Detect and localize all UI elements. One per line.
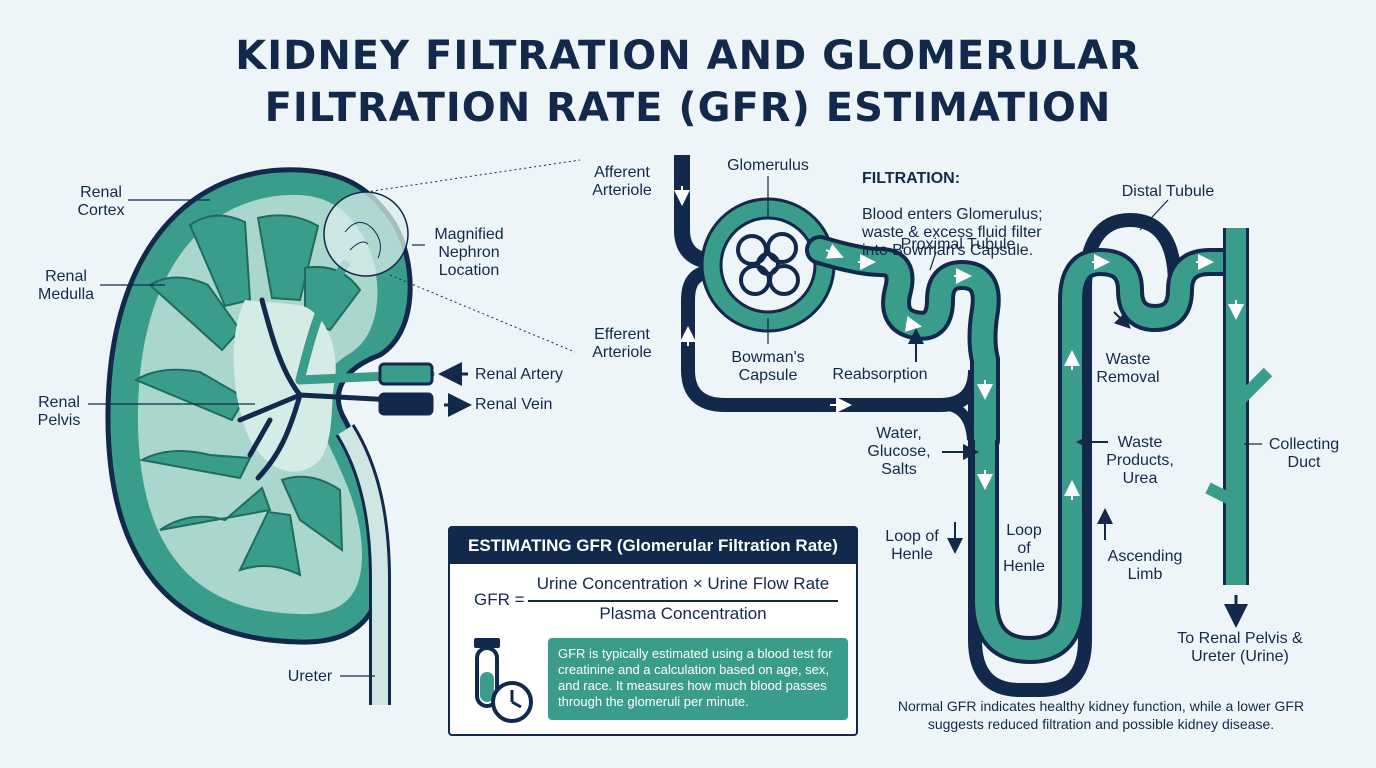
gfr-note: GFR is typically estimated using a blood… xyxy=(548,638,848,720)
gfr-estimation-box: ESTIMATING GFR (Glomerular Filtration Ra… xyxy=(448,526,858,736)
label-renal-vein: Renal Vein xyxy=(475,396,553,413)
blood-test-tube-clock-icon xyxy=(474,638,533,723)
gfr-equals-label: GFR = xyxy=(474,590,525,609)
label-to-renal-pelvis: To Renal Pelvis & Ureter (Urine) xyxy=(1177,630,1303,665)
efferent-arteriole xyxy=(681,265,982,412)
renal-vein-stub xyxy=(378,392,434,416)
nephron-leaders xyxy=(767,176,1262,445)
annotation-arrows xyxy=(908,311,1248,628)
fraction-bar xyxy=(528,600,838,602)
filtration-text: Blood enters Glomerulus; waste & excess … xyxy=(862,206,1043,259)
label-ureter: Ureter xyxy=(287,668,333,685)
pyramid xyxy=(256,214,320,302)
pyramid xyxy=(133,368,247,422)
renal-pyramids xyxy=(133,214,362,577)
nephron-diagram xyxy=(674,155,1273,697)
magnifier-circle xyxy=(323,191,409,277)
kidney-leaders xyxy=(88,199,425,677)
artery-vein-arrows xyxy=(438,362,472,417)
pyramid xyxy=(280,475,344,552)
label-distal-tubule: Distal Tubule xyxy=(1121,183,1215,200)
kidney-cross-section xyxy=(105,159,581,705)
title-line-2: FILTRATION RATE (GFR) ESTIMATION xyxy=(264,85,1112,131)
page-title: KIDNEY FILTRATION AND GLOMERULAR FILTRAT… xyxy=(0,30,1376,134)
label-renal-cortex: Renal Cortex xyxy=(77,184,125,219)
label-loop-of-henle-left: Loop of Henle xyxy=(885,528,939,563)
label-reabsorption: Reabsorption xyxy=(832,366,928,383)
title-line-1: KIDNEY FILTRATION AND GLOMERULAR xyxy=(235,33,1141,79)
label-renal-artery: Renal Artery xyxy=(475,366,564,383)
label-renal-medulla: Renal Medulla xyxy=(37,268,95,303)
filtration-note: FILTRATION: Blood enters Glomerulus; was… xyxy=(862,152,1082,260)
footer-note: Normal GFR indicates healthy kidney func… xyxy=(897,698,1305,732)
label-waste-removal: Waste Removal xyxy=(1096,351,1160,386)
pyramid xyxy=(188,214,252,308)
renal-artery-stub xyxy=(378,362,434,386)
filtration-heading: FILTRATION: xyxy=(862,170,961,187)
renal-vessels xyxy=(237,297,433,481)
label-proximal-tubule: Proximal Tubule xyxy=(900,236,1016,253)
label-loop-of-henle-center: Loop of Henle xyxy=(1003,522,1045,575)
gfr-numerator: Urine Concentration × Urine Flow Rate xyxy=(536,574,830,593)
label-renal-pelvis: Renal Pelvis xyxy=(37,394,81,429)
flow-arrows xyxy=(674,186,1244,500)
pyramid xyxy=(159,486,272,531)
label-bowmans-capsule: Bowman's Capsule xyxy=(731,349,805,384)
gfr-denominator: Plasma Concentration xyxy=(599,604,767,623)
gfr-heading: ESTIMATING GFR (Glomerular Filtration Ra… xyxy=(450,528,856,564)
label-glomerulus: Glomerulus xyxy=(727,157,809,174)
label-magnified-nephron: Magnified Nephron Location xyxy=(434,226,504,279)
loop-vessel xyxy=(968,212,1182,697)
label-water-glucose-salts: Water, Glucose, Salts xyxy=(867,425,931,478)
glomerulus-capillaries xyxy=(736,232,800,296)
pyramid xyxy=(148,276,242,352)
label-ascending-limb: Ascending Limb xyxy=(1107,548,1183,583)
label-afferent-arteriole: Afferent Arteriole xyxy=(592,164,652,199)
pyramid xyxy=(139,450,252,480)
label-collecting-duct: Collecting Duct xyxy=(1268,436,1340,471)
label-waste-products: Waste Products, Urea xyxy=(1106,434,1174,487)
label-efferent-arteriole: Efferent Arteriole xyxy=(592,326,652,361)
pyramid xyxy=(238,510,302,577)
